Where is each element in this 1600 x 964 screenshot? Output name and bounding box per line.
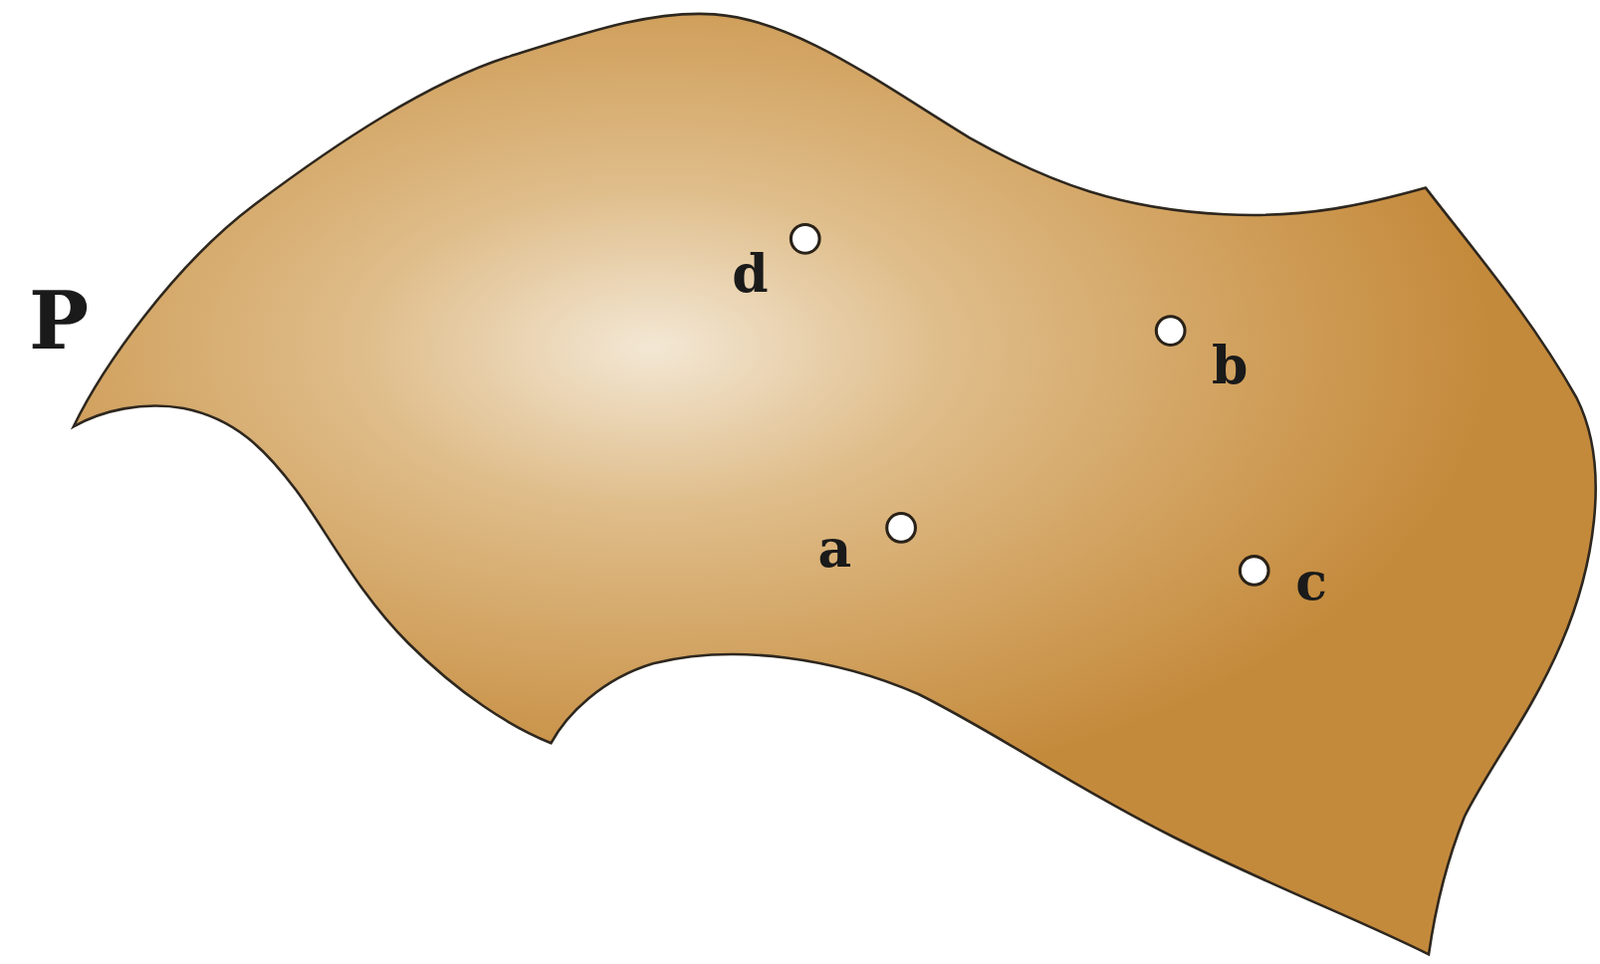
point-label: d (731, 247, 768, 300)
point-marker (790, 225, 820, 254)
surface-shape (73, 13, 1597, 955)
point-label: b (1211, 339, 1248, 392)
point-label: a (818, 522, 853, 575)
point-marker (887, 513, 916, 543)
point-label: c (1295, 555, 1328, 608)
point-marker (1239, 556, 1269, 586)
point-marker (1155, 316, 1185, 346)
surface-name: P (28, 280, 89, 361)
